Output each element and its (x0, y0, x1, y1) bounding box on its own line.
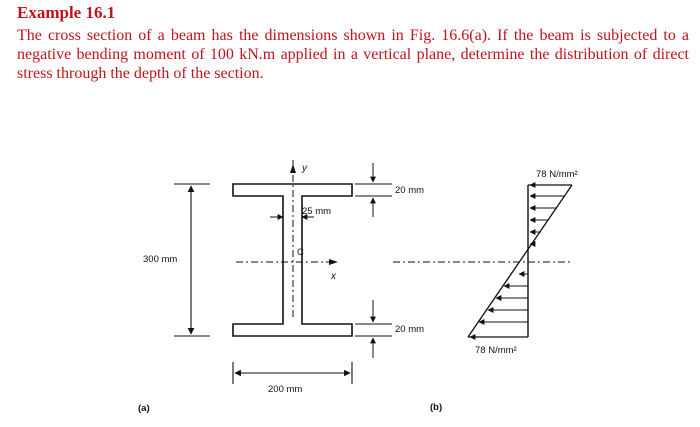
centroid-label: C (297, 247, 304, 258)
fig-b-label: (b) (430, 402, 442, 413)
fig-a-label: (a) (138, 403, 150, 414)
bottom-flange-dimension (355, 300, 392, 358)
example-text: The cross section of a beam has the dime… (17, 27, 689, 82)
ibeam-outline (232, 183, 353, 337)
stress-bottom-label: 78 N/mm² (475, 345, 517, 356)
width-dimension (232, 362, 353, 384)
stress-profile (467, 184, 573, 338)
top-flange-label: 20 mm (395, 185, 424, 196)
depth-dimension (174, 183, 210, 337)
y-axis-label: y (301, 163, 308, 174)
bottom-flange-label: 20 mm (395, 324, 424, 335)
tension-arrows (469, 271, 528, 340)
depth-label: 300 mm (143, 254, 177, 265)
web-thickness-label: 25 mm (302, 206, 331, 217)
compression-arrows (529, 182, 572, 247)
stress-top-label: 78 N/mm² (536, 169, 578, 180)
width-label: 200 mm (268, 384, 302, 395)
example-heading: Example 16.1 (17, 3, 116, 22)
x-axis-label: x (330, 271, 337, 282)
top-flange-dimension (355, 163, 392, 217)
